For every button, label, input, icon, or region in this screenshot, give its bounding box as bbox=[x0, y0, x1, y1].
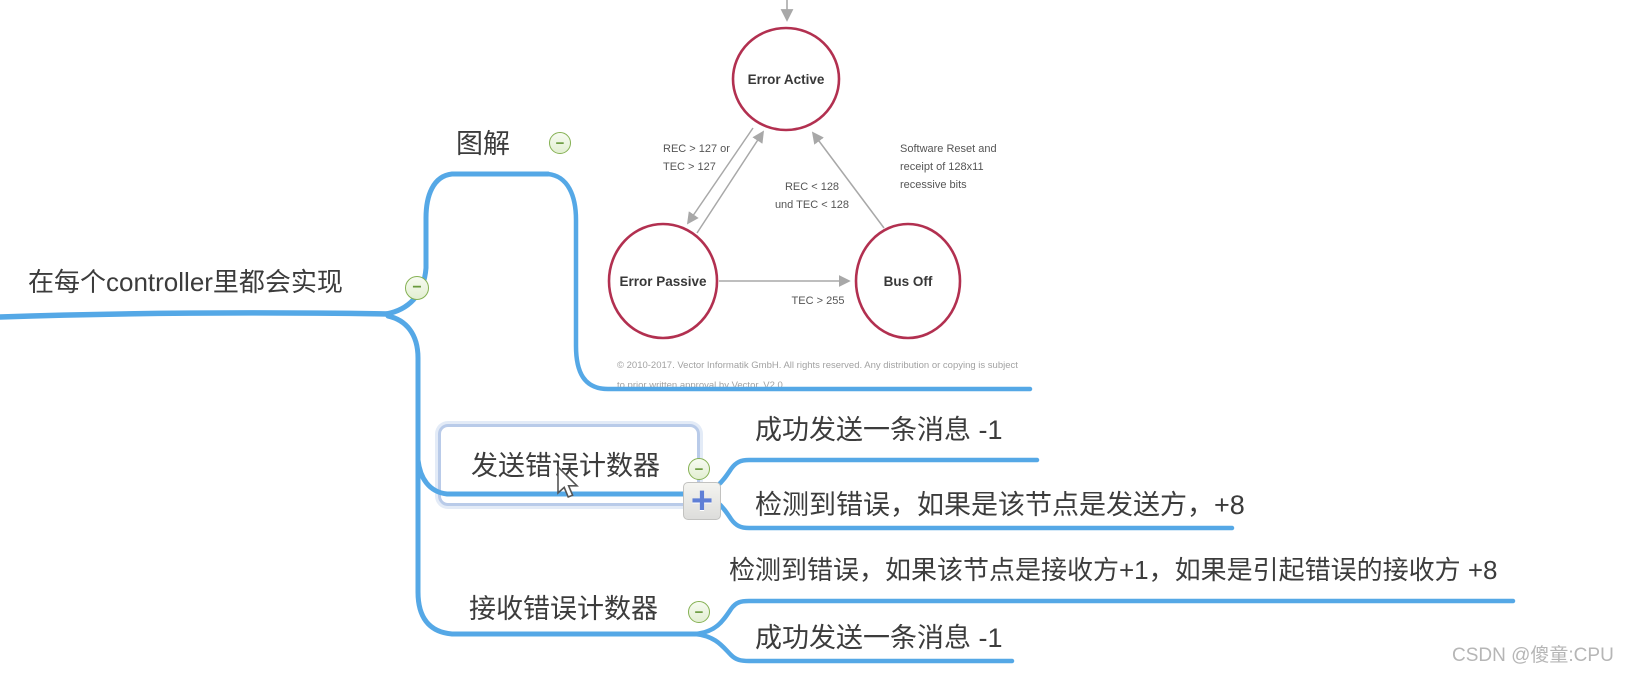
diagram-copyright-line1: © 2010-2017. Vector Informatik GmbH. All… bbox=[617, 360, 1018, 371]
state-label-error-active: Error Active bbox=[748, 72, 825, 87]
arrow-passive-to-active bbox=[696, 130, 764, 234]
label-rec-gt-127: REC > 127 or bbox=[663, 143, 730, 155]
state-circle-bus-off bbox=[854, 222, 962, 340]
state-circle-error-active bbox=[731, 26, 841, 132]
label-tec-gt-255: TEC > 255 bbox=[792, 295, 845, 307]
topic-receive-child-success[interactable]: 成功发送一条消息 -1 bbox=[755, 623, 1003, 653]
send-counter-underline bbox=[415, 457, 700, 497]
collapse-button-send-counter[interactable]: − bbox=[688, 458, 710, 480]
label-tec-gt-127: TEC > 127 bbox=[663, 161, 716, 173]
collapse-button-root[interactable]: − bbox=[405, 276, 429, 300]
collapse-button-tujie[interactable]: − bbox=[549, 132, 571, 154]
diagram-copyright-line2: to prior written approval by Vector. V2.… bbox=[617, 380, 783, 391]
csdn-watermark: CSDN @傻童:CPU bbox=[1452, 645, 1614, 666]
add-topic-button[interactable]: + bbox=[683, 482, 721, 520]
mouse-cursor-icon bbox=[557, 466, 579, 499]
topic-root[interactable]: 在每个controller里都会实现 bbox=[28, 267, 343, 297]
label-software-reset-1: Software Reset and bbox=[900, 143, 997, 155]
topic-send-child-error[interactable]: 检测到错误，如果是该节点是发送方，+8 bbox=[755, 490, 1245, 520]
line-receive-child2 bbox=[692, 631, 1015, 664]
topic-tujie[interactable]: 图解 bbox=[456, 129, 510, 159]
label-software-reset-3: recessive bits bbox=[900, 179, 967, 191]
arrow-active-to-passive bbox=[686, 127, 754, 225]
state-label-bus-off: Bus Off bbox=[884, 274, 933, 289]
label-rec-lt-128: REC < 128 bbox=[785, 181, 839, 193]
state-circle-error-passive bbox=[607, 222, 719, 340]
arrow-busoff-to-active bbox=[811, 131, 885, 229]
trunk-and-receive-underline bbox=[385, 313, 700, 637]
branch-line-tujie bbox=[383, 171, 551, 317]
root-underline bbox=[0, 310, 391, 320]
label-software-reset-2: receipt of 128x11 bbox=[900, 161, 984, 173]
branch-lines bbox=[0, 171, 1516, 664]
topic-receive-child-error[interactable]: 检测到错误，如果该节点是接收方+1，如果是引起错误的接收方 +8 bbox=[729, 555, 1498, 585]
can-state-diagram[interactable]: Error Active Error Passive Bus Off REC >… bbox=[607, 0, 1018, 391]
topic-receive-error-counter[interactable]: 接收错误计数器 bbox=[469, 594, 658, 624]
label-und-tec-lt-128: und TEC < 128 bbox=[775, 199, 849, 211]
branch-line-diagram-child bbox=[545, 171, 1033, 392]
topic-send-child-success[interactable]: 成功发送一条消息 -1 bbox=[755, 415, 1003, 445]
line-receive-child1 bbox=[692, 598, 1516, 637]
collapse-button-receive-counter[interactable]: − bbox=[688, 601, 710, 623]
state-label-error-passive: Error Passive bbox=[619, 274, 707, 289]
